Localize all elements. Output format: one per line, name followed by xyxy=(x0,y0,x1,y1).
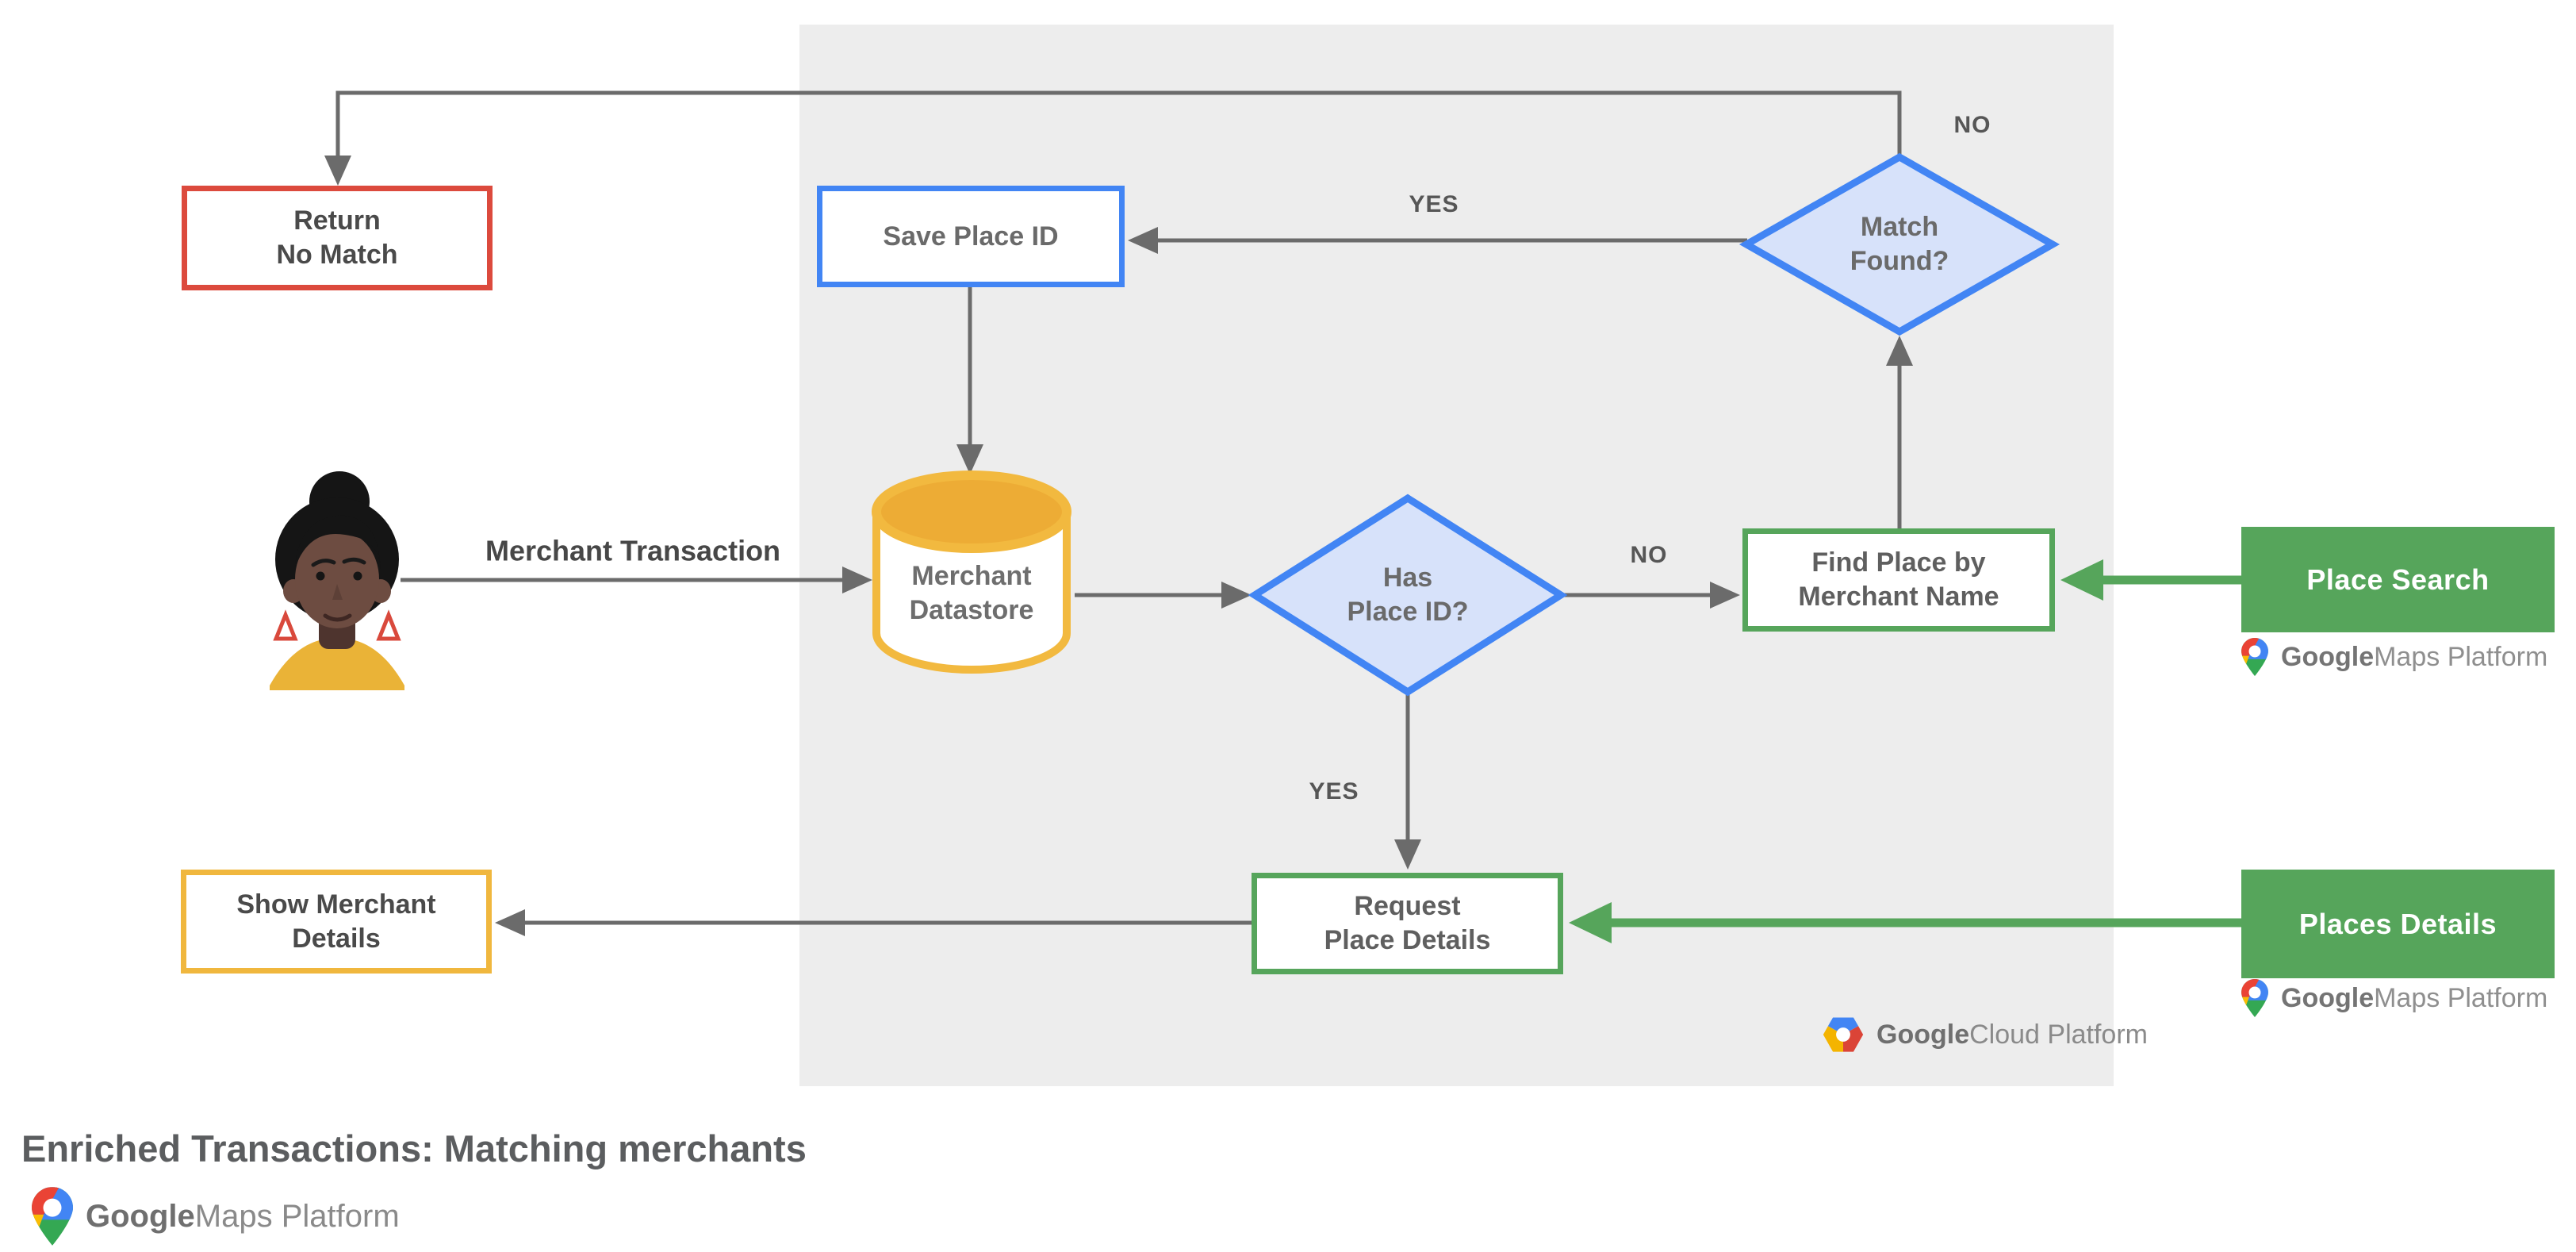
edge-findplace-to-matchfound xyxy=(1886,336,1913,528)
label-merchant-datastore: Merchant Datastore xyxy=(909,561,1034,625)
diagram-title: Enriched Transactions: Matching merchant… xyxy=(21,1127,807,1169)
edge-hasplaceid-no xyxy=(1561,582,1740,609)
api-places-details: Places Details xyxy=(2241,870,2555,978)
edge-hasplaceid-yes xyxy=(1394,692,1421,870)
logo-text-google: Google xyxy=(1876,1019,1970,1050)
decision-has-place-id xyxy=(1248,494,1568,697)
decision-match-found xyxy=(1738,152,2060,336)
arrowhead-down-icon xyxy=(1394,839,1421,870)
user-avatar xyxy=(270,471,404,690)
node-find-place-by-merchant-name: Find Place by Merchant Name xyxy=(1742,528,2055,632)
api-place-search: Place Search xyxy=(2241,527,2555,632)
edge-merchant-transaction xyxy=(401,566,872,593)
logo-text-google: Google xyxy=(2281,982,2375,1013)
google-maps-platform-logo: Google Maps Platform xyxy=(2241,979,2547,1017)
arrowhead-left-icon xyxy=(1128,227,1158,254)
logo-text-maps-platform: Maps Platform xyxy=(194,1198,400,1234)
node-save-place-id: Save Place ID xyxy=(817,186,1125,287)
label-hasplaceid-yes: YES xyxy=(1309,778,1359,805)
logo-text-maps-platform: Maps Platform xyxy=(2374,641,2548,672)
edge-save-to-datastore xyxy=(956,287,983,474)
google-maps-platform-logo: Google Maps Platform xyxy=(32,1187,400,1246)
edge-datastore-to-hasplaceid xyxy=(1075,582,1252,609)
edge-request-to-show xyxy=(495,909,1252,936)
label-matchfound-no: NO xyxy=(1953,112,1991,139)
arrowhead-up-icon xyxy=(1886,336,1913,366)
node-show-merchant-details: Show Merchant Details xyxy=(181,870,492,974)
logo-text-cloud-platform: Cloud Platform xyxy=(1969,1019,2148,1050)
label-matchfound-yes: YES xyxy=(1409,191,1459,218)
edge-matchfound-yes xyxy=(1128,227,1747,254)
label-merchant-transaction: Merchant Transaction xyxy=(485,534,781,567)
datastore-cylinder xyxy=(872,470,1071,674)
arrowhead-left-icon xyxy=(2060,559,2103,601)
node-return-no-match: Return No Match xyxy=(182,186,493,290)
logo-text-google: Google xyxy=(86,1198,195,1234)
google-maps-pin-icon xyxy=(2241,638,2268,676)
edge-matchfound-no xyxy=(324,90,1902,186)
node-request-place-details: Request Place Details xyxy=(1252,873,1563,974)
arrowhead-left-icon xyxy=(1569,902,1612,943)
arrowhead-right-icon xyxy=(1710,582,1740,609)
logo-text-maps-platform: Maps Platform xyxy=(2374,982,2548,1013)
google-maps-pin-icon xyxy=(2241,979,2268,1017)
label-has-place-id: Has Place ID? xyxy=(1347,563,1469,627)
google-cloud-platform-logo: Google Cloud Platform xyxy=(1823,1016,2148,1053)
google-maps-platform-logo: Google Maps Platform xyxy=(2241,638,2547,676)
google-cloud-hexagon-icon xyxy=(1823,1016,1864,1053)
edge-placesearch-to-findplace xyxy=(2060,559,2241,601)
google-maps-pin-icon xyxy=(32,1187,73,1246)
arrowhead-right-icon xyxy=(842,566,872,593)
logo-text-google: Google xyxy=(2281,641,2375,672)
edge-placesdetails-to-request xyxy=(1569,902,2241,943)
arrowhead-right-icon xyxy=(1221,582,1252,609)
label-match-found: Match Found? xyxy=(1850,212,1949,276)
arrowhead-down-icon xyxy=(324,156,351,186)
label-hasplaceid-no: NO xyxy=(1630,542,1668,569)
arrowhead-down-icon xyxy=(956,444,983,474)
arrowhead-left-icon xyxy=(495,909,525,936)
